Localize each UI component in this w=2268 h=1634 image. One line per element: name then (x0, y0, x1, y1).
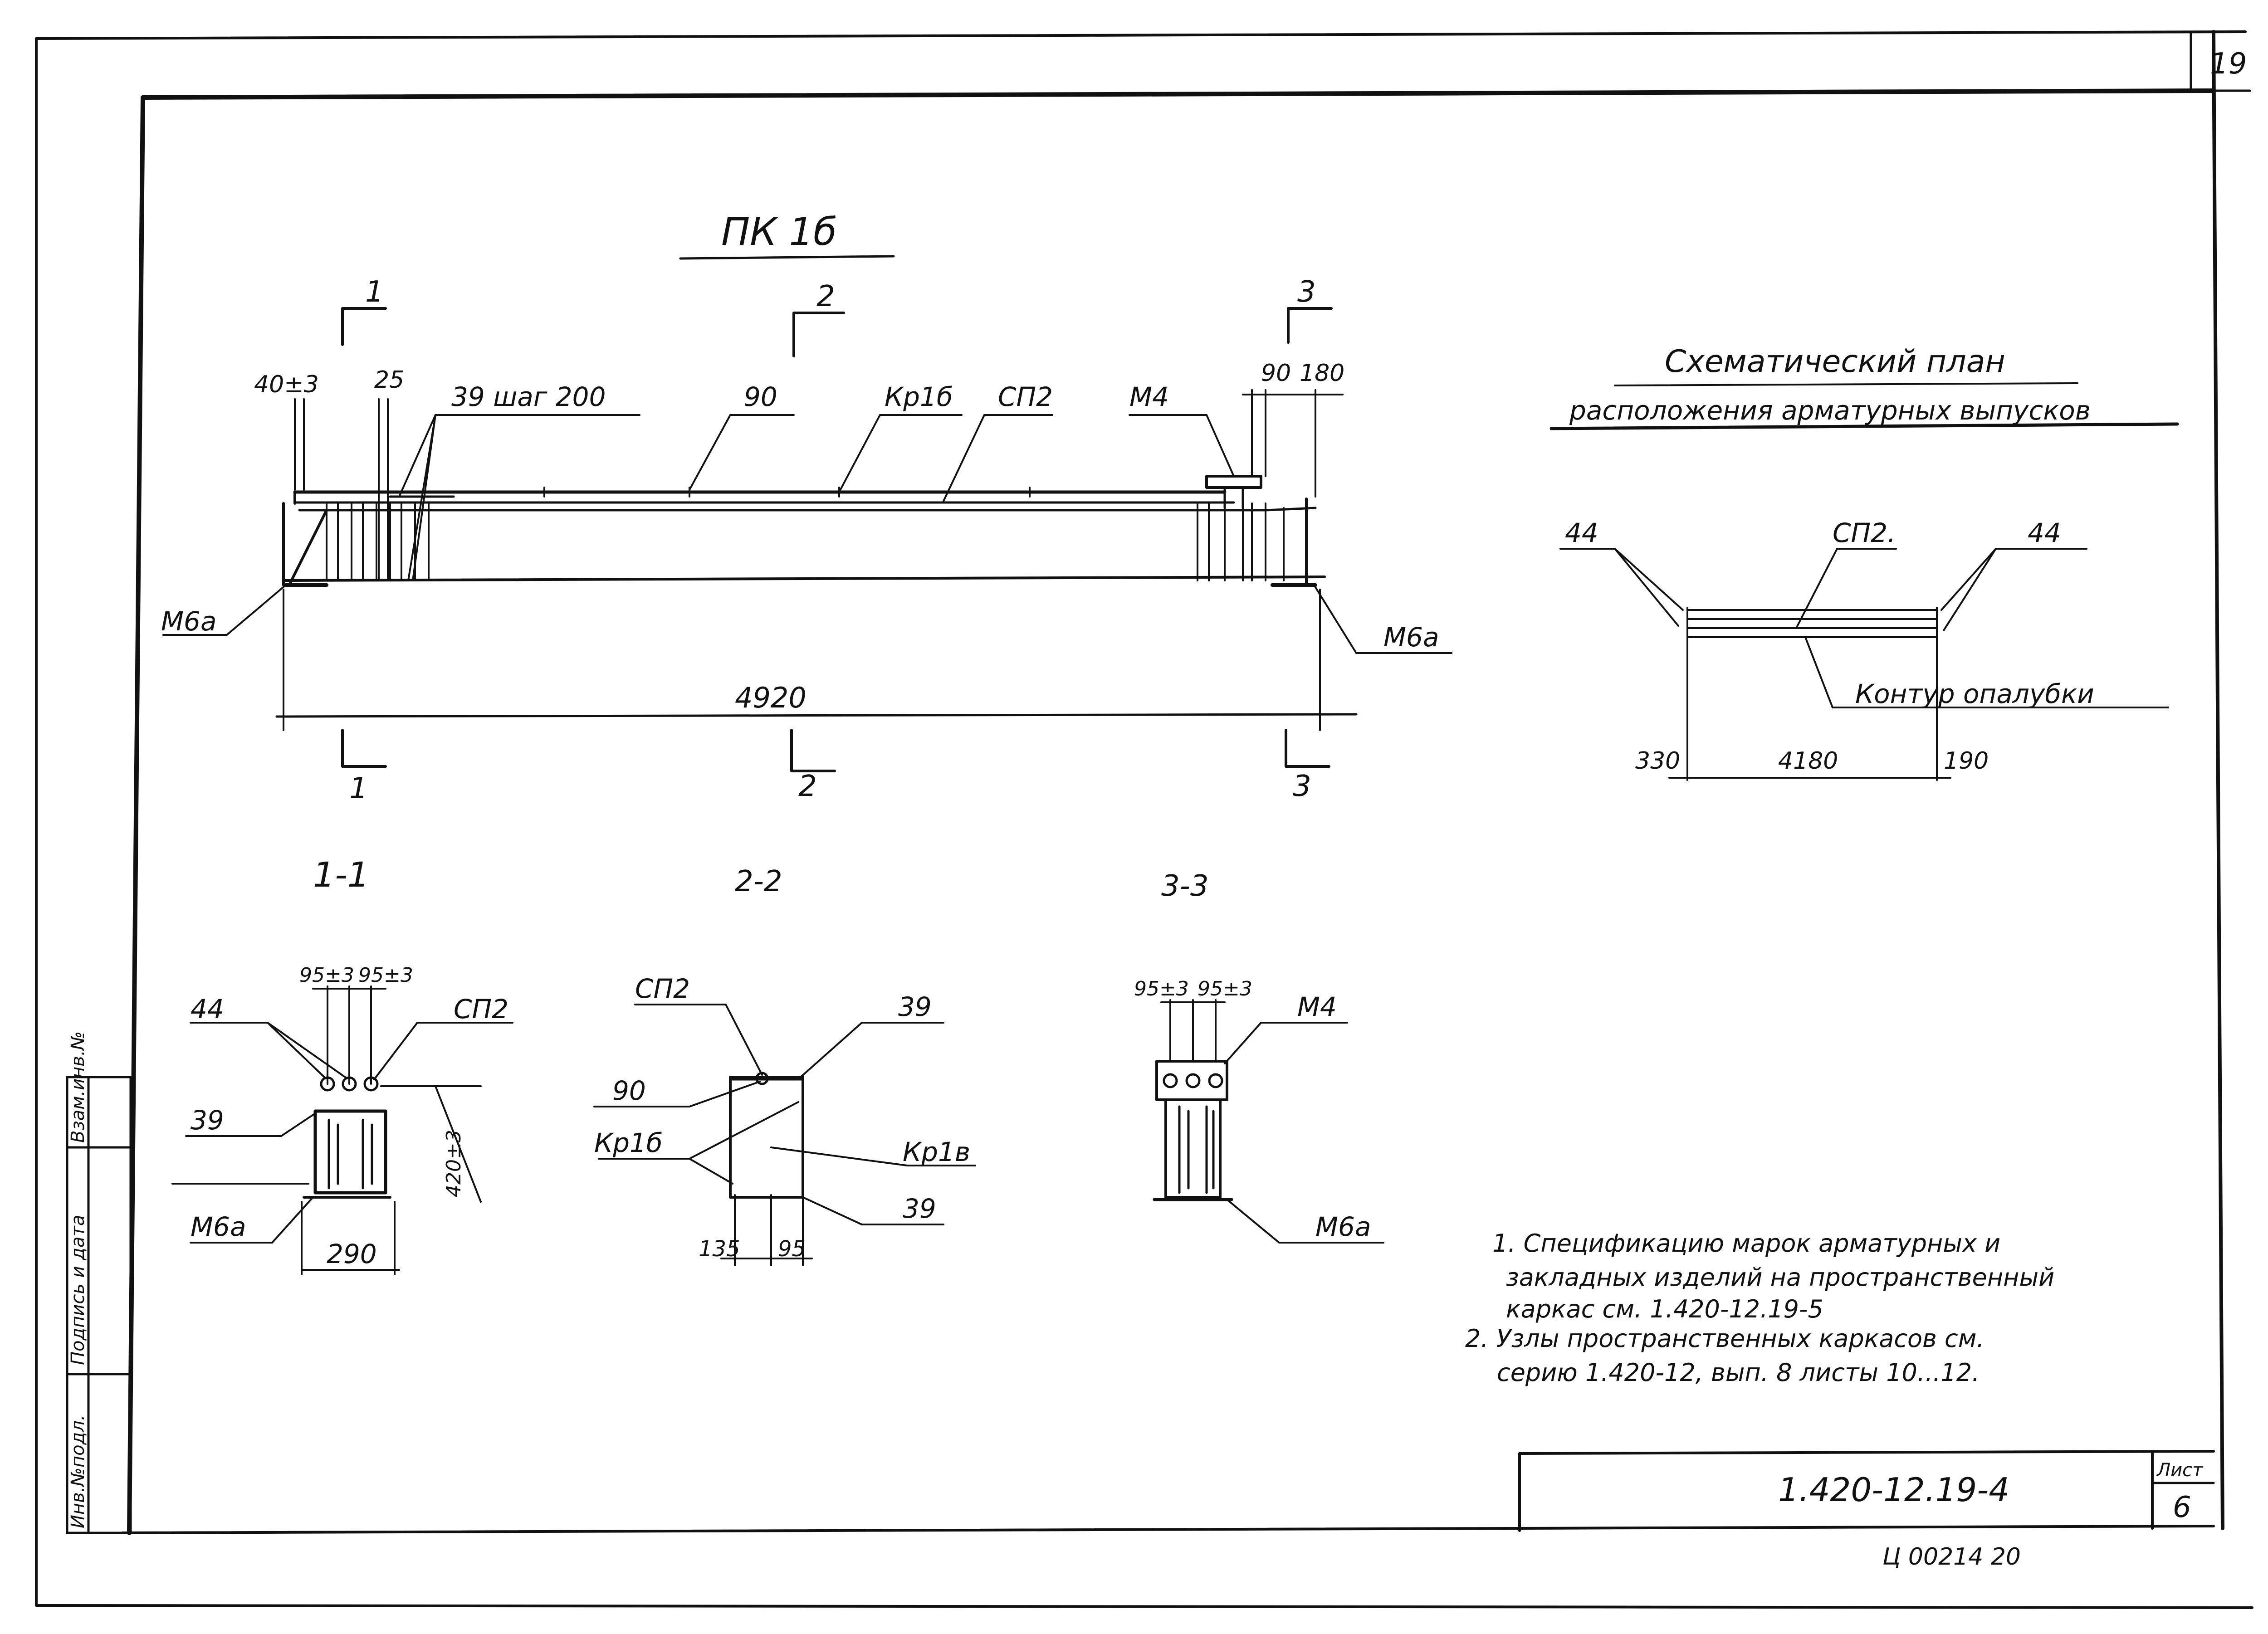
plan-contour: Контур опалубки (1855, 678, 2094, 709)
section-2-bar39-bottom: 39 (903, 1193, 936, 1224)
note-1-line-3: каркас см. 1.420-12.19-5 (1506, 1295, 1823, 1323)
section-2-d95: 95 (778, 1236, 806, 1262)
section-3-d95a: 95±3 (1134, 977, 1189, 1000)
section-2-kr1b: Кр1б (594, 1127, 663, 1158)
stamp-sign-label: Подпись и дата (68, 1215, 88, 1365)
stamp-replace-label: Взам.инв.№ (68, 1031, 88, 1143)
section-2-d135: 135 (699, 1236, 740, 1262)
side-stamp: Инв.№подл. Подпись и дата Взам.инв.№ (66, 1031, 132, 1534)
section-3-3: 3-3 95±3 95±3 М4 М6а (1134, 869, 1384, 1244)
title-block (1518, 1450, 2215, 1532)
label-first-step: 25 (374, 366, 404, 394)
label-sp2: СП2 (998, 381, 1053, 412)
section-1-d95b: 95±3 (358, 964, 413, 987)
note-2-line-2: серию 1.420-12, вып. 8 листы 10...12. (1497, 1358, 1980, 1387)
plan-d330: 330 (1635, 747, 1680, 775)
section-2-bar39-top: 39 (898, 991, 932, 1022)
section-1-bar39: 39 (191, 1105, 224, 1136)
label-d90: 90 (1261, 360, 1291, 387)
notes: 1. Спецификацию марок арматурных и закла… (1465, 1229, 2054, 1387)
page-number: 19 (2210, 47, 2247, 81)
note-2-line-1: 2. Узлы пространственных каркасов см. (1465, 1324, 1984, 1353)
plan-left-44: 44 (1565, 517, 1598, 548)
section-1-height: 420±3 (442, 1130, 465, 1197)
section-1-rod44: 44 (191, 994, 224, 1024)
label-frame: Кр1б (885, 381, 953, 412)
plan-sp2: СП2. (1833, 517, 1896, 548)
section-1-title: 1-1 (313, 854, 369, 895)
section-3-title: 3-3 (1161, 869, 1209, 903)
section-3-m6a: М6а (1315, 1211, 1371, 1242)
section-1-sp2: СП2 (454, 994, 508, 1024)
label-m4: М4 (1129, 381, 1169, 412)
sheet-frame (35, 30, 2253, 1609)
section-1-width: 290 (327, 1239, 377, 1269)
plan-d190: 190 (1944, 747, 1989, 775)
section-2-2: 2-2 СП2 39 90 Кр1б Кр1в 39 135 95 (593, 865, 976, 1266)
drawing-code: 1.420-12.19-4 (1778, 1471, 2009, 1509)
section-mark-top-2: 2 (816, 280, 835, 313)
section-1-m6a: М6а (191, 1211, 246, 1242)
section-mark-bottom-3: 3 (1293, 770, 1311, 803)
plan-subtitle: расположения арматурных выпусков (1569, 395, 2091, 426)
sheet-label: Лист (2156, 1460, 2204, 1481)
label-d180: 180 (1300, 360, 1344, 387)
elevation-title: ПК 1б (721, 210, 837, 254)
label-end-offset: 40±3 (254, 371, 319, 398)
archive-number: Ц 00214 20 (1882, 1543, 2021, 1571)
plan-view: Схематический план расположения арматурн… (1549, 344, 2179, 781)
note-1-line-1: 1. Спецификацию марок арматурных и (1492, 1229, 2000, 1258)
section-2-title: 2-2 (735, 865, 782, 898)
section-3-d95b: 95±3 (1198, 977, 1252, 1000)
label-bars-step: 39 шаг 200 (451, 381, 606, 412)
section-mark-top-3: 3 (1297, 275, 1316, 309)
section-1-1: 1-1 95±3 95±3 44 СП2 39 420±3 М6а 290 (171, 854, 513, 1275)
sheet-number: 6 (2173, 1491, 2191, 1524)
stamp-inv-label: Инв.№подл. (68, 1415, 88, 1528)
section-2-sp2: СП2 (635, 973, 690, 1004)
label-p90: 90 (744, 381, 777, 412)
label-m6a-right: М6а (1383, 622, 1439, 653)
plan-title: Схематический план (1665, 344, 2005, 380)
section-2-kr1v: Кр1в (903, 1136, 970, 1167)
plan-right-44: 44 (2028, 517, 2061, 548)
note-1-line-2: закладных изделий на пространственный (1506, 1263, 2054, 1292)
section-mark-bottom-1: 1 (349, 772, 368, 805)
section-3-m4: М4 (1297, 991, 1337, 1022)
label-m6a-left: М6а (161, 606, 217, 637)
elevation-view: ПК 1б 1 2 3 (161, 210, 1452, 805)
label-length: 4920 (735, 681, 807, 714)
section-mark-top-1: 1 (365, 275, 384, 309)
section-1-d95a: 95±3 (299, 964, 354, 987)
section-2-p90: 90 (612, 1075, 646, 1106)
plan-d4180: 4180 (1778, 747, 1838, 775)
section-mark-bottom-2: 2 (798, 770, 817, 803)
